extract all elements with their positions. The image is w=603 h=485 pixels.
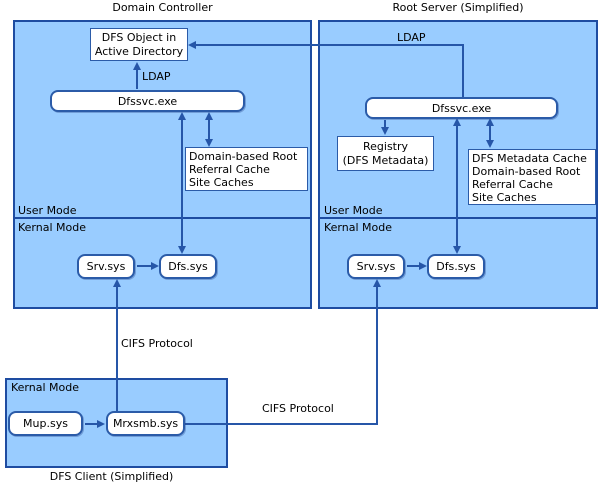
box-cache-right-line2: Domain-based Root	[472, 165, 581, 178]
box-registry: Registry (DFS Metadata)	[337, 136, 434, 171]
box-dfssvc-left-label: Dfssvc.exe	[117, 94, 178, 108]
box-cache-left: Domain-based Root Referral Cache Site Ca…	[185, 147, 308, 191]
box-dfs-right: Dfs.sys	[427, 254, 485, 279]
label-ldap-left: LDAP	[142, 70, 171, 83]
label-user-mode-right: User Mode	[324, 204, 383, 217]
box-dfssvc-right-label: Dfssvc.exe	[431, 101, 492, 115]
box-registry-line1: Registry	[362, 139, 409, 153]
box-srv-right-label: Srv.sys	[356, 260, 396, 273]
box-registry-line2: (DFS Metadata)	[342, 153, 429, 167]
box-dfs-right-label: Dfs.sys	[436, 260, 476, 273]
title-domain-controller: Domain Controller	[112, 1, 213, 14]
box-cache-right-line3: Referral Cache	[472, 178, 553, 191]
box-dfs-left-label: Dfs.sys	[168, 260, 208, 273]
box-srv-right: Srv.sys	[347, 254, 405, 279]
box-dfs-object-line2: Active Directory	[94, 44, 184, 58]
box-cache-right-line4: Site Caches	[472, 191, 537, 204]
box-dfssvc-right: Dfssvc.exe	[365, 97, 558, 119]
box-cache-right-line1: DFS Metadata Cache	[472, 152, 587, 165]
divider-right-user-kernel	[319, 217, 597, 219]
label-user-mode-left: User Mode	[18, 204, 77, 217]
box-dfs-object-line1: DFS Object in	[101, 30, 177, 44]
box-mrxsmb: Mrxsmb.sys	[106, 411, 185, 436]
divider-left-user-kernel	[14, 217, 311, 219]
title-dfs-client: DFS Client (Simplified)	[49, 470, 174, 483]
label-cifs-protocol-right: CIFS Protocol	[262, 402, 334, 415]
box-cache-left-line1: Domain-based Root	[189, 150, 298, 163]
box-dfs-object: DFS Object in Active Directory	[90, 28, 188, 61]
label-ldap-right: LDAP	[397, 31, 426, 44]
box-mup: Mup.sys	[8, 411, 83, 436]
box-mup-label: Mup.sys	[23, 417, 68, 430]
box-cache-left-line2: Referral Cache	[189, 163, 270, 176]
label-cifs-protocol-left: CIFS Protocol	[121, 337, 193, 350]
box-cache-left-line3: Site Caches	[189, 176, 254, 189]
label-kernel-mode-client: Kernal Mode	[11, 381, 79, 394]
label-kernel-mode-right: Kernal Mode	[324, 221, 392, 234]
box-mrxsmb-label: Mrxsmb.sys	[112, 417, 179, 430]
box-dfssvc-left: Dfssvc.exe	[50, 90, 245, 112]
box-srv-left: Srv.sys	[77, 254, 135, 279]
title-root-server: Root Server (Simplified)	[392, 1, 524, 14]
box-dfs-left: Dfs.sys	[159, 254, 217, 279]
box-srv-left-label: Srv.sys	[86, 260, 126, 273]
label-kernel-mode-left: Kernal Mode	[18, 221, 86, 234]
box-cache-right: DFS Metadata Cache Domain-based Root Ref…	[468, 149, 596, 205]
